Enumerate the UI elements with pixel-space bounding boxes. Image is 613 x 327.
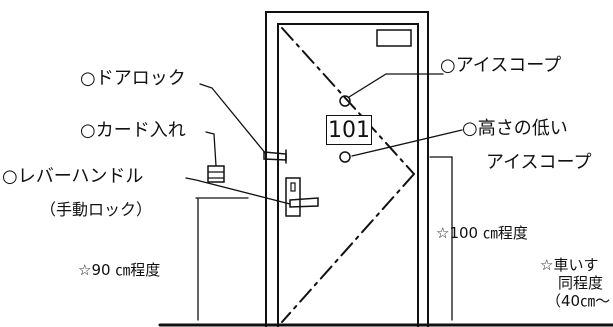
low-peephole-icon <box>339 151 351 163</box>
label-card-slot: ○カード入れ <box>80 120 186 141</box>
lever-handle-plate <box>285 177 301 217</box>
ceiling-sign <box>376 29 412 47</box>
leader-card-slot <box>205 131 217 167</box>
label-low-peephole-line1: ○高さの低い <box>462 118 568 139</box>
label-height-100cm: ☆100 ㎝程度 <box>436 224 528 242</box>
door-lock-icon <box>263 151 287 161</box>
swing-line-lower <box>281 173 415 323</box>
leader-peephole <box>348 73 444 98</box>
lever-handle-icon <box>289 197 319 208</box>
label-wheelchair-line2: 同程度 <box>558 274 604 292</box>
door-leaf <box>277 23 419 327</box>
label-wheelchair-line1: ☆車いす <box>540 256 599 274</box>
marker-100cm <box>429 156 453 321</box>
label-wheelchair-line3: （40㎝～ <box>546 292 611 310</box>
label-low-peephole-line2: アイスコープ <box>486 152 592 173</box>
swing-line-upper <box>281 27 415 175</box>
peephole-icon <box>339 95 351 107</box>
room-number-plate: 101 <box>326 115 372 145</box>
leader-low-peephole <box>351 129 463 157</box>
card-slot-icon <box>207 165 225 183</box>
label-height-90cm: ☆90 ㎝程度 <box>78 261 161 279</box>
door-frame-outer <box>265 11 429 327</box>
marker-90cm <box>195 197 249 321</box>
label-peephole: ○アイスコープ <box>440 55 562 76</box>
leader-door-lock <box>199 83 267 155</box>
label-door-lock: ○ドアロック <box>80 68 186 89</box>
label-manual-lock: （手動ロック） <box>40 200 153 219</box>
leader-lever-handle <box>185 177 291 205</box>
label-lever-handle: ○レバーハンドル <box>2 166 144 187</box>
